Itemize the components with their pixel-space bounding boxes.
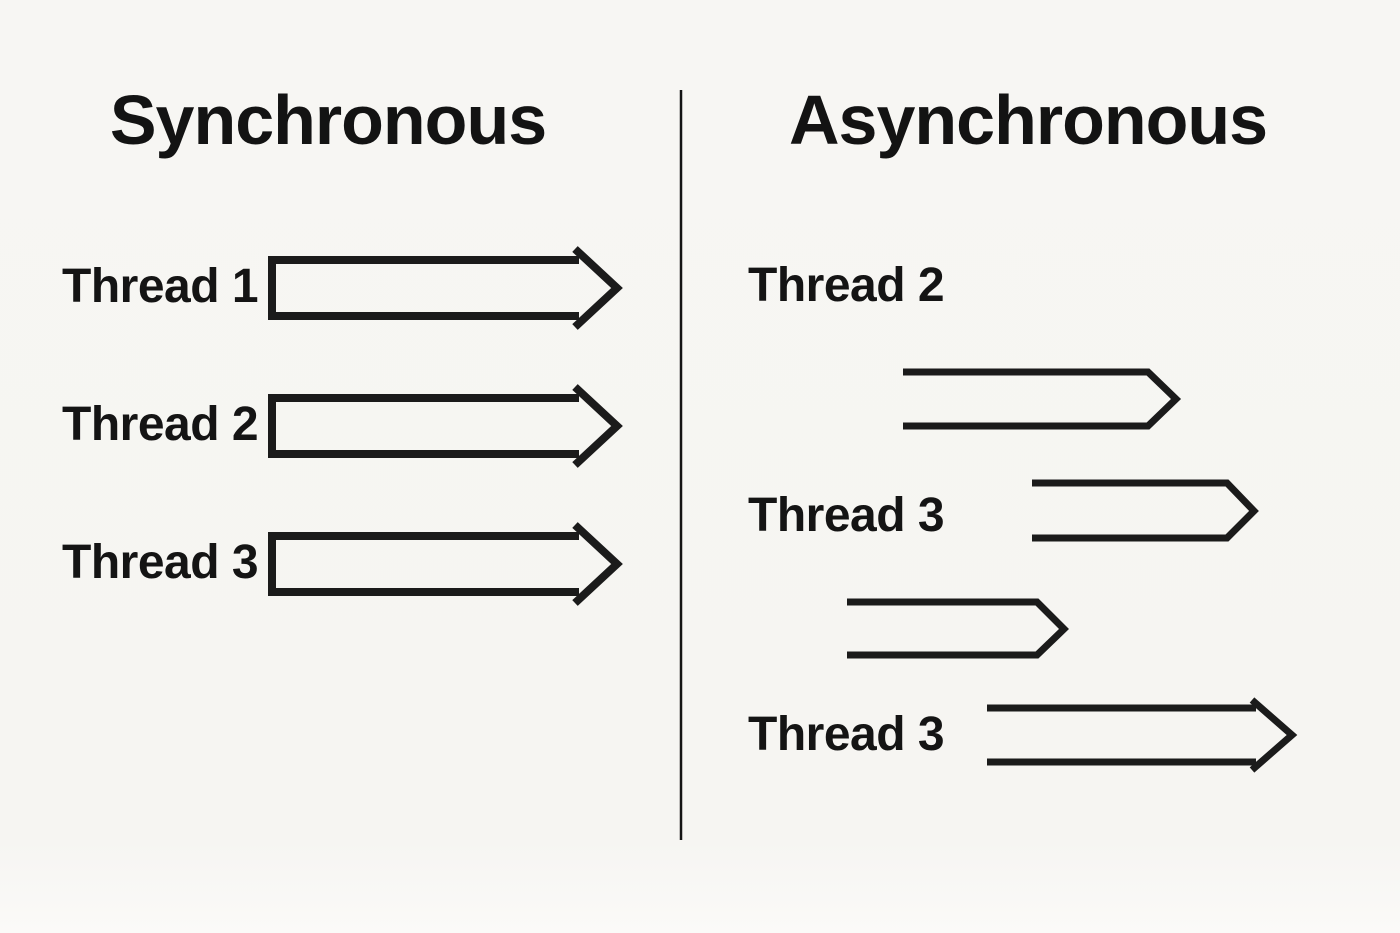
async-arrow-1 [903, 368, 1182, 430]
sync-thread-3-arrow-body [268, 532, 579, 596]
async-thread-3-label: Thread 3 [748, 489, 945, 542]
sync-thread-1-arrow-body [268, 256, 579, 320]
sync-thread-3-arrow-head-icon [572, 522, 623, 606]
async-arrow-2 [1032, 479, 1259, 542]
sync-thread-1-label: Thread 1 [62, 260, 259, 313]
async-thread-3b-label: Thread 3 [748, 708, 945, 761]
async-arrow-4-head-icon [1249, 697, 1298, 773]
sync-thread-2-arrow-body [268, 394, 579, 458]
sync-thread-3-label: Thread 3 [62, 536, 259, 589]
sync-thread-2-arrow-head-icon [572, 384, 623, 468]
asynchronous-title: Asynchronous [788, 81, 1268, 159]
async-thread-2-label: Thread 2 [748, 259, 945, 312]
sync-thread-2-label: Thread 2 [62, 398, 259, 451]
synchronous-title: Synchronous [109, 81, 547, 159]
async-arrow-3 [847, 598, 1069, 659]
sync-thread-1-arrow-head-icon [572, 246, 623, 330]
